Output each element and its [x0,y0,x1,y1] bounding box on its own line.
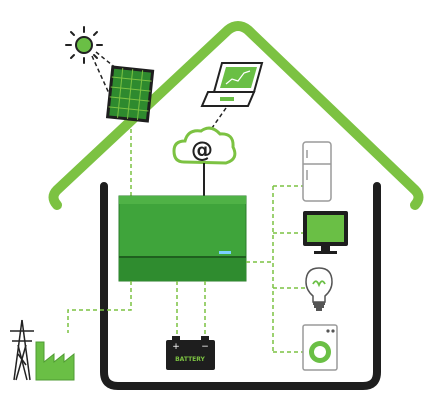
solar-panel-icon [105,65,155,123]
laptop-cloud-line [211,107,227,129]
svg-text:+: + [172,342,180,352]
factory-icon [35,341,75,381]
status-light [219,251,231,254]
battery-label: BATTERY [175,356,205,363]
sun-ray-line [95,51,123,74]
house-roof [48,21,424,210]
svg-text:−: − [201,342,209,352]
power-pylon-icon [10,319,34,381]
sun-icon [65,26,103,64]
battery-icon: + − BATTERY [166,336,215,370]
washing-machine-icon [302,324,338,371]
tv-icon [303,211,348,254]
inverter-icon [118,195,247,282]
inverter-grid-line [67,281,132,333]
email-symbol: @ [191,138,213,163]
sun-ray-line [91,55,113,101]
cloud-icon: @ [172,126,237,165]
laptop-icon [200,62,264,107]
light-bulb-icon [305,267,333,311]
house-walls [100,182,381,390]
fridge-icon [302,141,332,202]
